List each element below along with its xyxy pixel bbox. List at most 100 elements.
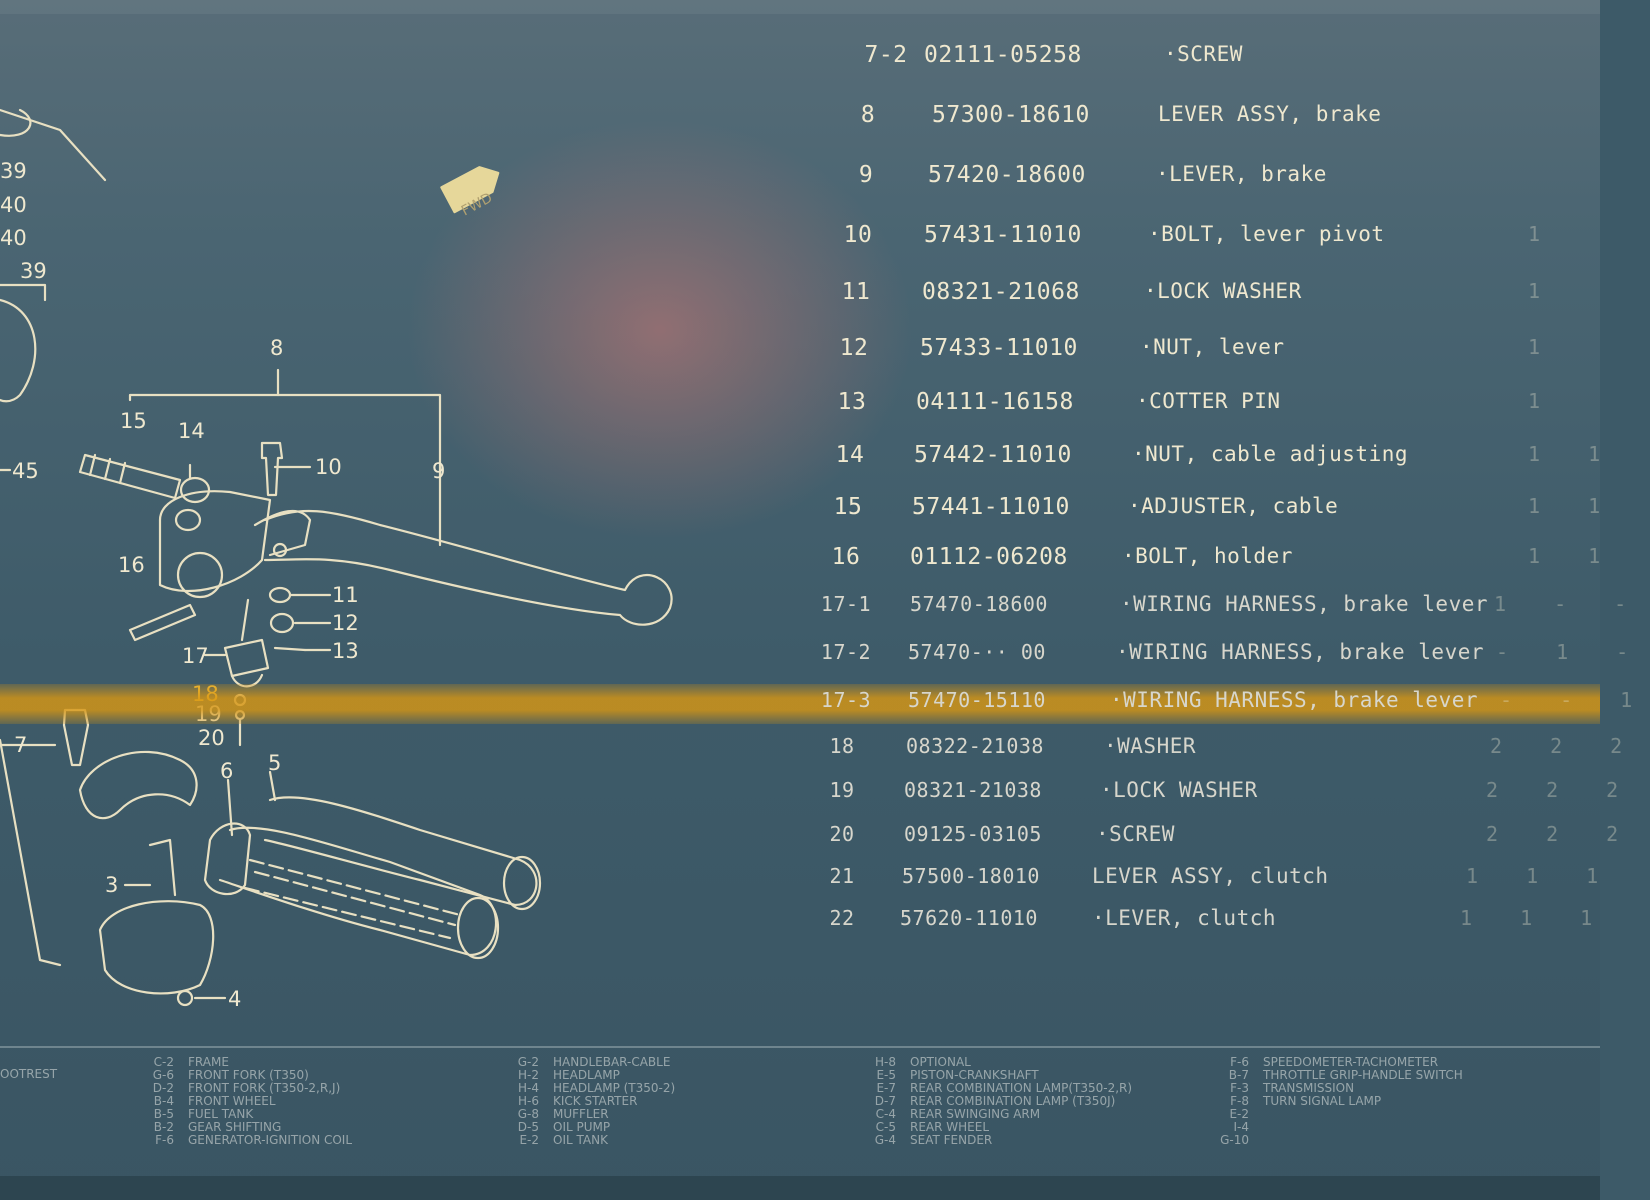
small-screw [240,598,250,642]
ref-number: 18 [829,734,855,758]
ref-number: 13 [837,389,867,415]
part-description: ·WIRING HARNESS, brake lever [1110,688,1479,712]
callout-17: 17 [182,644,209,668]
part-description: ·LOCK WASHER [1144,279,1302,303]
part-number: 57470-18600 [910,592,1048,616]
part-number: 08322-21038 [906,734,1044,758]
grip-end [502,855,542,911]
left-edge-line [0,108,107,182]
screen-bottom-bezel [0,1176,1600,1200]
ref-number: 12 [839,335,869,361]
callout-15: 15 [120,409,147,433]
part-qty: 1 1 1 [1466,864,1617,888]
part-qty: 1 1 1 [1460,906,1611,930]
holder-bore [176,551,224,599]
fwd-arrow-icon [440,166,500,214]
ref-number: 14 [835,442,865,468]
part-qty: 1 [1528,279,1559,303]
callout-14: 14 [178,419,205,443]
index-item: I-4 [1233,1120,1249,1134]
part-description: ·WIRING HARNESS, brake lever [1120,592,1489,616]
highlighted-row-band [0,684,1600,724]
callout-5: 5 [268,751,281,775]
ref-number: 17-1 [820,592,872,616]
lever-pivot-block [253,509,312,557]
index-item: E-2 [1229,1107,1249,1121]
ref-number: 17-2 [820,640,872,664]
part-description: ·SCREW [1164,42,1243,66]
callout-4: 4 [228,987,241,1011]
part-qty: - - 1 [1500,688,1650,712]
brake-switch [223,638,270,678]
part-description: ·ADJUSTER, cable [1128,494,1339,518]
part-number: 09125-03105 [904,822,1042,846]
left-edge-line [0,738,62,967]
part-number: 57300-18610 [932,102,1090,128]
part-description: ·COTTER PIN [1136,389,1281,413]
exploded-parts-diagram: 8 15 14 10 9 16 11 12 13 17 18 19 20 7 6… [0,108,673,1011]
left-edge-part [0,283,47,302]
clamp-screw [148,838,177,897]
lever-pivot-hole [272,542,288,558]
part-description: ·LEVER, clutch [1092,906,1277,930]
part-description: ·WIRING HARNESS, brake lever [1116,640,1485,664]
ref-number: 21 [829,864,855,888]
part-qty: 1 - - [1494,592,1645,616]
part-description: LEVER ASSY, brake [1158,102,1382,126]
ref-number: 10 [843,222,873,248]
part-qty: 2 2 2 [1486,778,1637,802]
ref-number: 16 [831,544,861,570]
left-edge-part [0,108,32,137]
lock-washer [268,586,292,604]
lever-holder [158,490,272,593]
part-number: 04111-16158 [916,389,1074,415]
callout-39b: 39 [20,259,47,283]
assembly-bracket [128,393,442,547]
part-description: ·BOLT, holder [1122,544,1293,568]
part-number: 01112-06208 [910,544,1068,570]
part-qty: 1 [1528,222,1559,246]
part-qty: 1 1 [1528,442,1619,466]
part-number: 57442-11010 [914,442,1072,468]
part-qty: 1 1 [1528,494,1619,518]
index-column: OOTREST [0,1068,57,1081]
ref-number: 20 [829,822,855,846]
grip-end-front [456,896,500,960]
callout-9: 9 [432,459,445,483]
part-description: ·LEVER, brake [1156,162,1327,186]
grip-texture [243,858,462,940]
ref-number: 8 [860,102,876,128]
part-number: 57620-11010 [900,906,1038,930]
part-description: ·NUT, lever [1140,335,1285,359]
holder-boss [174,508,202,532]
callout-13: 13 [332,639,359,663]
callout-39: 39 [0,159,27,183]
part-number: 08321-21068 [922,279,1080,305]
callout-40: 40 [0,193,27,217]
callout-11: 11 [332,583,359,607]
ref-number: 15 [833,494,863,520]
part-number: 57441-11010 [912,494,1070,520]
ref-number: 9 [858,162,874,188]
part-description: ·NUT, cable adjusting [1132,442,1409,466]
callout-10: 10 [315,455,342,479]
